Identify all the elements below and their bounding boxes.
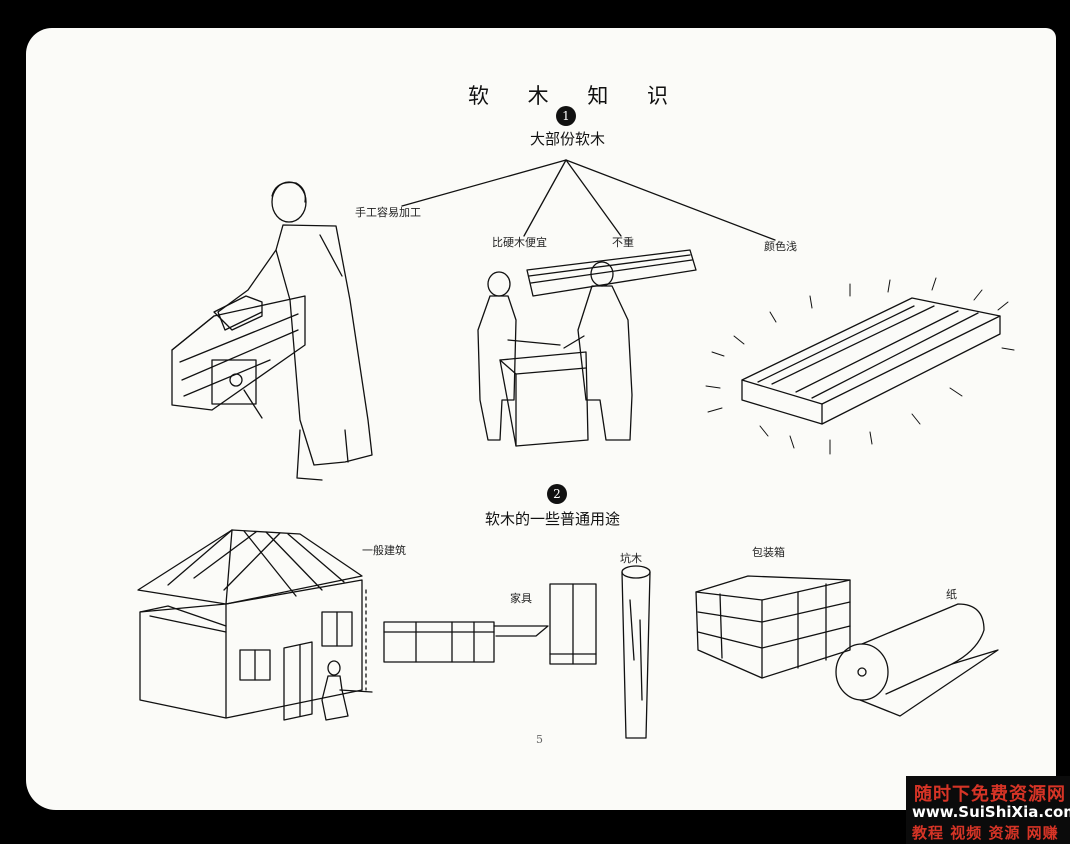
section-2-marker: 2 xyxy=(547,484,567,504)
watermark-line-2: www.SuiShiXia.com xyxy=(912,803,1070,821)
book-page: 软 木 知 识 1 大部份软木 手工容易加工 比硬木便宜 不重 颜色浅 2 软木… xyxy=(26,28,1056,810)
trait-connector-lines xyxy=(402,160,775,240)
use-general-construction-label: 一般建筑 xyxy=(362,544,406,557)
line-art xyxy=(26,28,1056,810)
paper-roll-illustration xyxy=(836,604,998,716)
trait-not-heavy-label: 不重 xyxy=(612,236,634,249)
page-number: 5 xyxy=(536,733,543,746)
use-furniture-label: 家具 xyxy=(510,592,532,605)
section-1-marker: 1 xyxy=(556,106,576,126)
use-packing-crate-label: 包装箱 xyxy=(752,546,785,559)
furniture-illustration xyxy=(384,584,596,664)
packing-crate-illustration xyxy=(696,576,850,678)
plank-glow-strokes xyxy=(706,278,1014,454)
trait-cheaper-label: 比硬木便宜 xyxy=(492,236,547,249)
use-pit-prop-label: 坑木 xyxy=(620,552,642,565)
section-1-heading: 大部份软木 xyxy=(530,130,606,148)
carpenter-planing-illustration xyxy=(172,182,372,480)
pit-prop-log-illustration xyxy=(622,566,650,738)
watermark-line-1: 随时下免费资源网 xyxy=(914,784,1066,805)
page-title: 软 木 知 识 xyxy=(467,84,685,108)
use-paper-label: 纸 xyxy=(946,588,957,601)
workers-carrying-boards-illustration xyxy=(478,250,696,446)
trait-light-color-label: 颜色浅 xyxy=(764,240,797,253)
watermark-line-3: 教程 视频 资源 网赚 xyxy=(912,824,1059,842)
section-2-heading: 软木的一些普通用途 xyxy=(485,510,621,528)
light-colored-plank-illustration xyxy=(742,298,1000,424)
trait-easy-to-work-label: 手工容易加工 xyxy=(355,206,421,219)
watermark-banner: 随时下免费资源网 www.SuiShiXia.com 教程 视频 资源 网赚 xyxy=(906,776,1070,844)
house-construction-illustration xyxy=(138,530,372,720)
